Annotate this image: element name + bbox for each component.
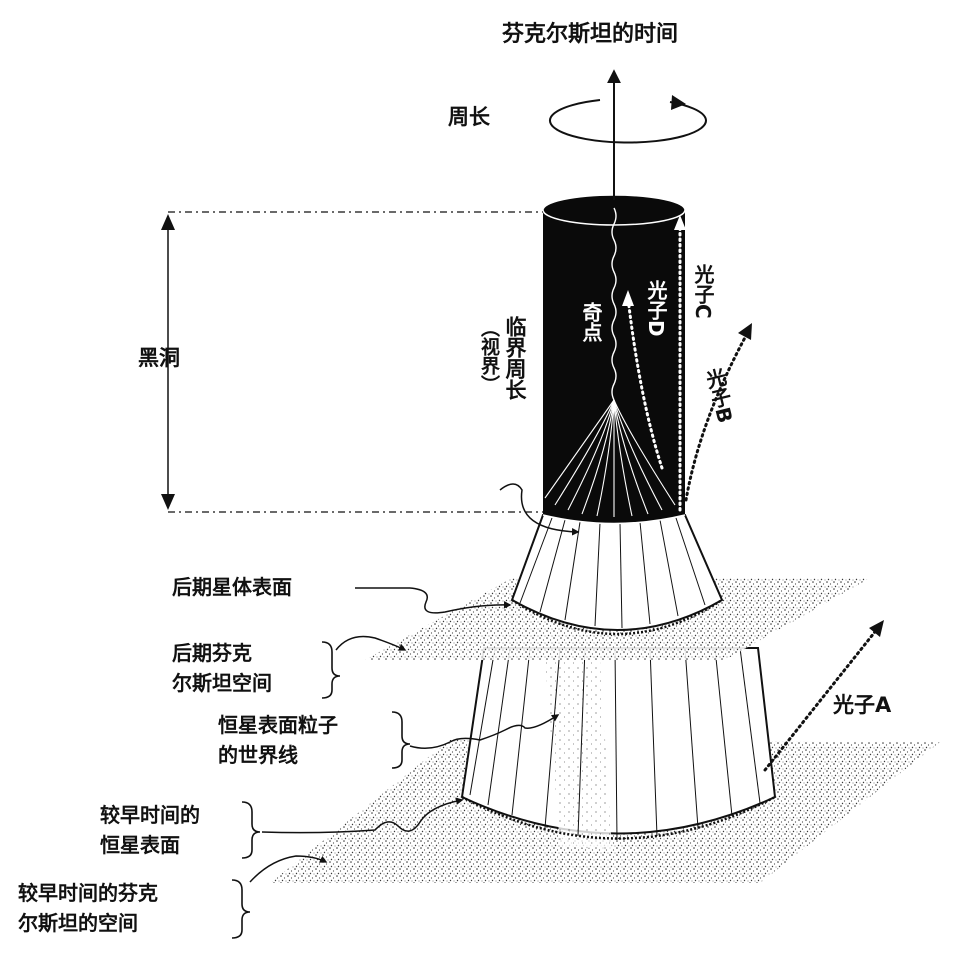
critical-circumference-label: 临界周长: [503, 316, 527, 400]
brace-worldlines: [391, 711, 411, 769]
leader-early-surface: [261, 797, 464, 834]
early-space-label-line1: 较早时间的芬克: [18, 881, 158, 905]
photon-c-arrowhead: [674, 215, 686, 230]
brace-early-surface: [241, 801, 261, 859]
photon-a-path: [763, 626, 880, 772]
circumference-arrowhead: [671, 95, 686, 110]
circumference-ring: [548, 99, 707, 144]
early-surface-label-line2: 恒星表面: [100, 833, 180, 857]
worldlines-label-line1: 恒星表面粒子: [218, 713, 338, 737]
black-hole-label: 黑洞: [138, 346, 180, 370]
horizon-label: （视界）: [478, 318, 500, 394]
late-space-label-line2: 尔斯坦空间: [172, 671, 272, 695]
lower-cone-body: [460, 647, 777, 835]
leader-late-surface: [355, 587, 512, 614]
upper-worldlines: [519, 517, 706, 629]
early-surface-label-line1: 较早时间的: [100, 803, 200, 827]
photon-d-arrowhead: [622, 290, 634, 306]
brace-late-space: [321, 641, 341, 699]
photon-a-label: 光子A: [833, 693, 892, 717]
inner-collapse-cone: [544, 399, 676, 517]
leader-late-space: [335, 635, 407, 651]
leader-worldlines: [409, 714, 560, 749]
singularity-line: [611, 207, 617, 401]
black-hole-extent-bracket: [161, 211, 543, 513]
leader-horizon: [499, 483, 580, 536]
lower-cone-base-rim: [461, 795, 776, 840]
diagram-title: 芬克尔斯坦的时间: [502, 22, 679, 47]
lower-cone-shade: [545, 660, 612, 850]
photon-a-arrowhead: [869, 620, 884, 637]
photon-c-label: 光子C: [691, 264, 715, 319]
circumference-label: 周长: [448, 105, 490, 129]
photon-d-label: 光子D: [644, 280, 668, 337]
leader-early-space: [249, 855, 328, 883]
upper-cone-body: [510, 514, 724, 631]
photon-b-path: [684, 330, 750, 502]
late-space-label-line1: 后期芬克: [172, 641, 252, 665]
photon-b-arrowhead: [738, 323, 752, 340]
late-star-surface-label: 后期星体表面: [172, 575, 292, 599]
black-hole-bottom-rim: [542, 514, 686, 525]
upper-cone-base-rim: [511, 598, 723, 636]
early-space-label-line2: 尔斯坦的空间: [18, 911, 138, 935]
photon-d-path: [626, 296, 664, 470]
brace-early-space: [231, 879, 251, 939]
singularity-label: 奇点: [579, 302, 603, 342]
lower-worldlines: [469, 647, 761, 841]
worldlines-label-line2: 的世界线: [218, 743, 298, 767]
